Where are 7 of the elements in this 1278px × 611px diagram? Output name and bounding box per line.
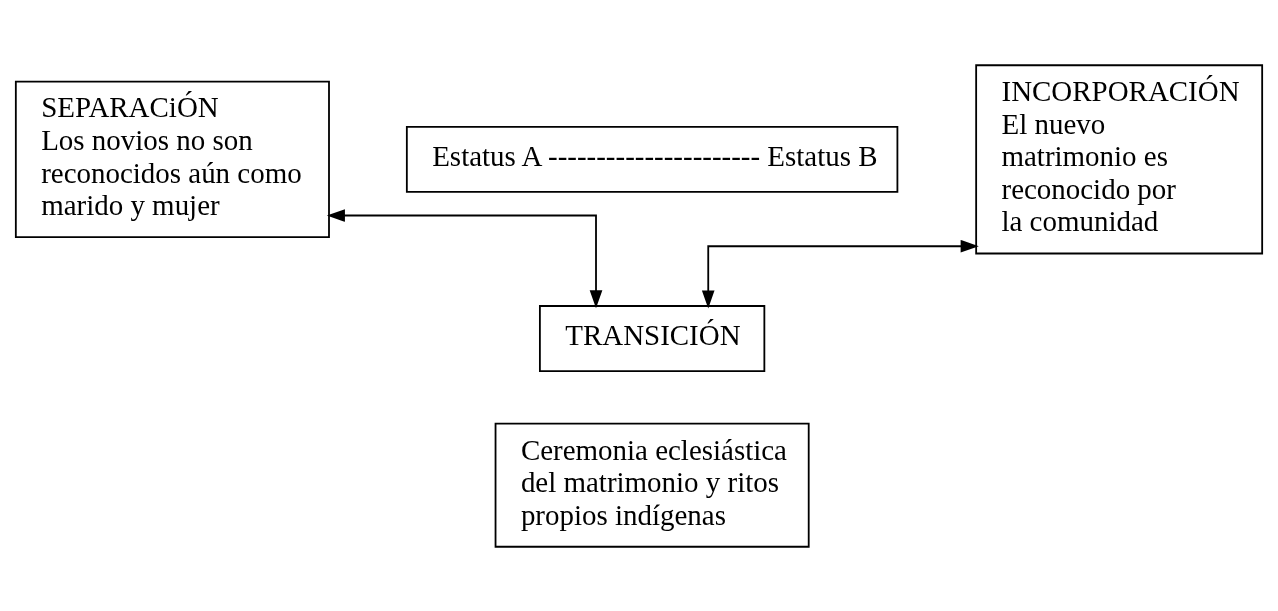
node-box: Ceremonia eclesiástica del matrimonio y ritos propios indígenas: [494, 422, 810, 548]
node-box: Estatus A ---------------------- Estatus B: [405, 125, 899, 193]
node-box: SEPARACiÓN Los novios no son reconocidos aún como marido y mujer: [14, 80, 330, 238]
arrow: [326, 208, 603, 308]
arrow: [701, 239, 979, 308]
node-box: TRANSICIÓN: [539, 304, 766, 372]
node-box: INCORPORACIÓN El nuevo matrimonio es reconocido por la comunidad: [975, 63, 1264, 254]
